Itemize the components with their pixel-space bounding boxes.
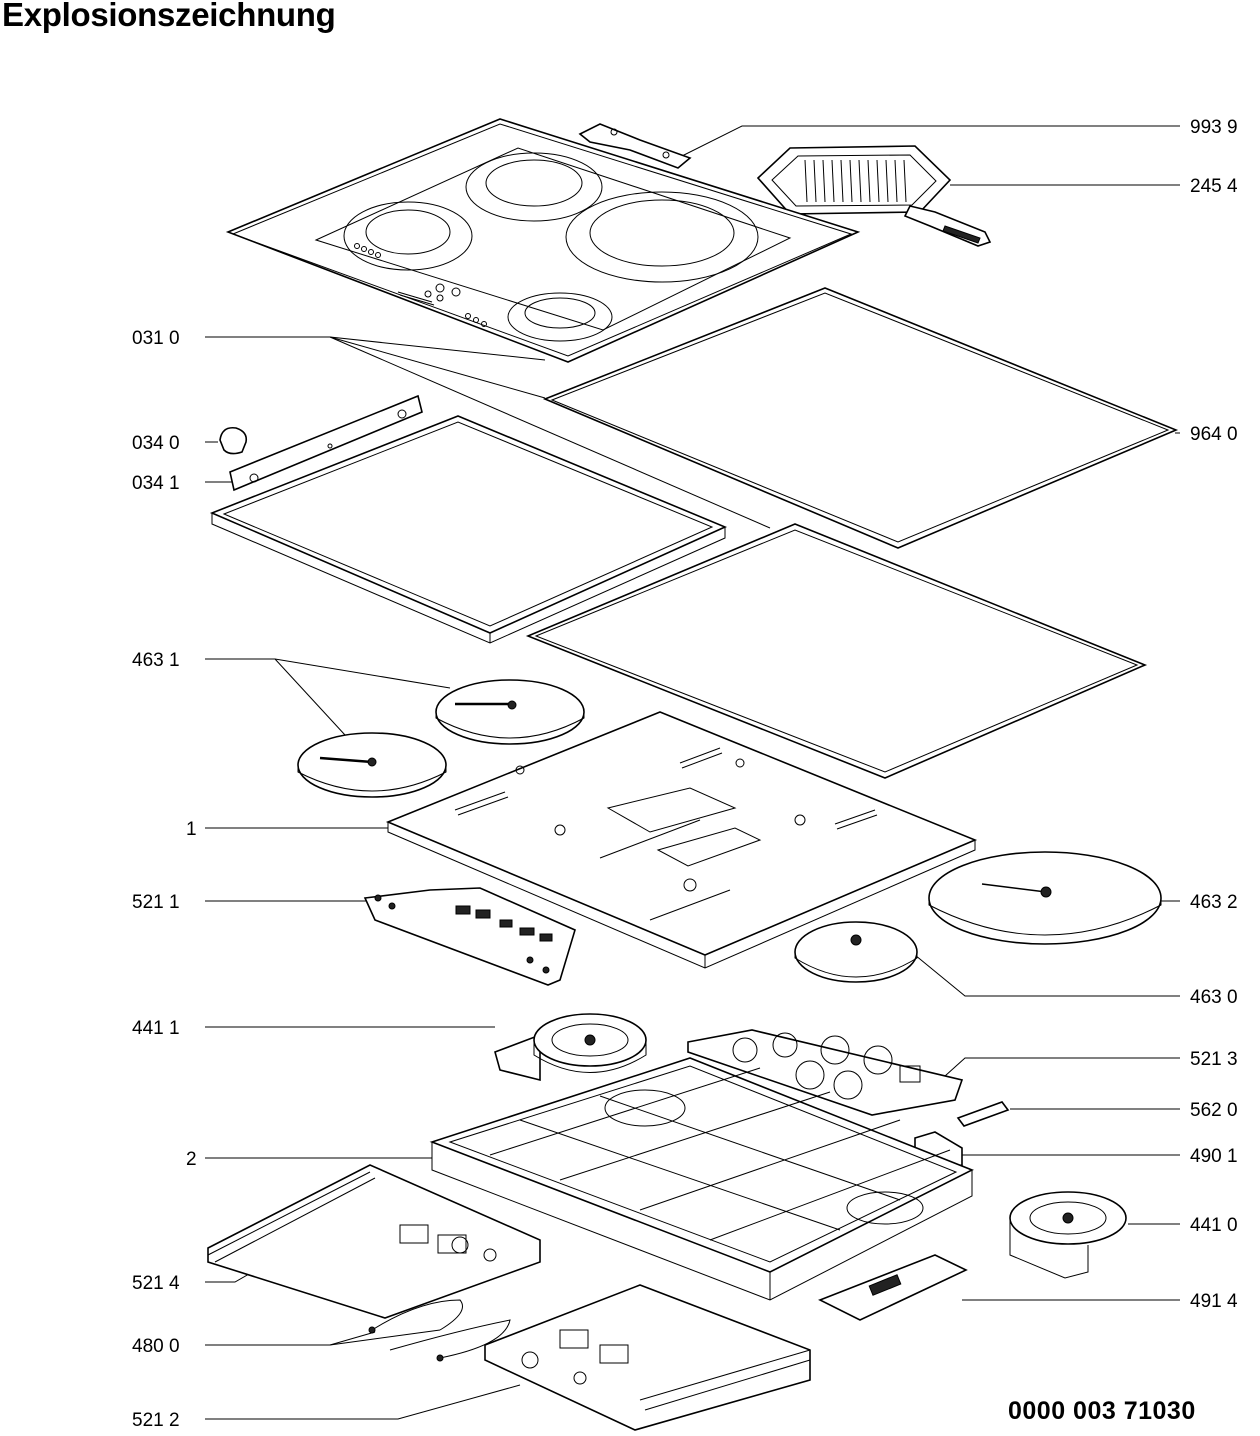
- label-480-0: 480 0: [132, 1336, 180, 1357]
- label-490-1: 490 1: [1190, 1146, 1238, 1167]
- part-441-1-fan: [494, 1013, 647, 1082]
- leader-lines: [205, 125, 1180, 1420]
- label-491-4: 491 4: [1190, 1291, 1238, 1312]
- label-2: 2: [186, 1149, 197, 1170]
- part-245-4-grill-pan: [756, 145, 992, 247]
- label-031-0: 031 0: [132, 328, 180, 349]
- label-521-1: 521 1: [132, 892, 180, 913]
- page-title: Explosionszeichnung: [2, 0, 336, 33]
- label-562-0: 562 0: [1190, 1100, 1238, 1121]
- label-034-0: 034 0: [132, 433, 180, 454]
- label-245-4: 245 4: [1190, 176, 1238, 197]
- part-support-frame: [209, 415, 728, 644]
- label-463-0: 463 0: [1190, 987, 1238, 1008]
- part-034-0-clip: [219, 426, 248, 455]
- part-labels: 993 9 245 4 031 0 964 0 034 0 034 1 463 …: [132, 117, 1238, 1431]
- part-521-2-power-module: [484, 1284, 811, 1431]
- part-463-2-large-coil: [928, 851, 1162, 945]
- part-034-1-rail: [229, 394, 423, 492]
- label-521-4: 521 4: [132, 1273, 180, 1294]
- part-521-3-power-board: [687, 1029, 964, 1116]
- part-031-0-glass-cooktop: [225, 118, 861, 363]
- label-521-2: 521 2: [132, 1410, 180, 1431]
- part-2-housing-tray: [429, 1057, 974, 1301]
- label-1: 1: [186, 819, 197, 840]
- label-441-0: 441 0: [1190, 1215, 1238, 1236]
- part-463-1-induction-coils: [297, 679, 585, 798]
- part-521-4-power-module: [207, 1164, 541, 1319]
- label-964-0: 964 0: [1190, 424, 1238, 445]
- part-993-9-bracket: [578, 123, 692, 169]
- document-number: 0000 003 71030: [1008, 1397, 1196, 1425]
- part-964-0-gasket-frame: [542, 287, 1179, 549]
- part-441-0-fan: [1009, 1191, 1127, 1279]
- part-491-4-sensor-board: [818, 1254, 968, 1321]
- part-480-0-cables: [368, 1299, 511, 1362]
- label-993-9: 993 9: [1190, 117, 1238, 138]
- label-441-1: 441 1: [132, 1018, 180, 1039]
- part-seal-frame: [525, 523, 1148, 779]
- part-463-0-small-coil: [794, 921, 918, 983]
- part-521-1-control-board: [363, 887, 576, 986]
- label-034-1: 034 1: [132, 473, 180, 494]
- label-463-2: 463 2: [1190, 892, 1238, 913]
- label-463-1: 463 1: [132, 650, 180, 671]
- part-1-base-plate: [385, 711, 978, 969]
- label-521-3: 521 3: [1190, 1049, 1238, 1070]
- part-562-0-fuse: [956, 1101, 1010, 1127]
